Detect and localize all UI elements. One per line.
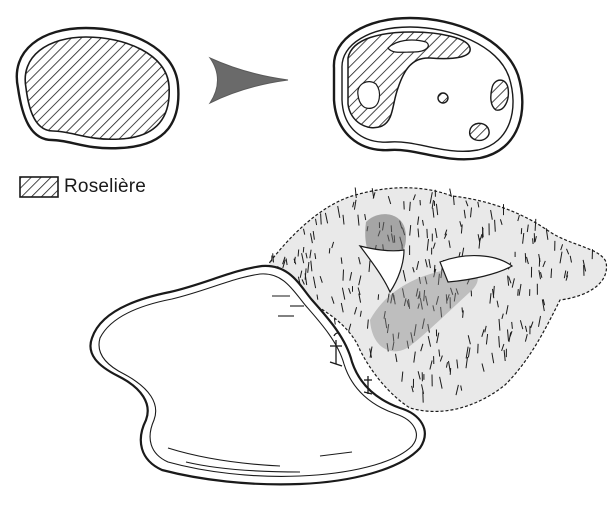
reed-stroke (434, 265, 435, 273)
reed-stroke (535, 219, 536, 231)
transition-arrow (210, 58, 288, 103)
reed-stroke (495, 220, 496, 232)
reed-stroke (298, 250, 299, 257)
pond-illustration (90, 188, 606, 485)
reed-stroke (427, 229, 428, 238)
basin-before (17, 28, 179, 148)
reed-stroke (378, 294, 379, 300)
reed-stroke (303, 247, 304, 253)
reed-stroke (462, 307, 463, 312)
reed-stroke (450, 368, 451, 375)
reed-islet-south (470, 123, 489, 140)
legend-swatch-reed-bed (20, 177, 58, 197)
basin-after (334, 18, 522, 159)
reed-stroke (343, 270, 344, 281)
open-water-pool (358, 82, 380, 109)
reed-stroke (334, 319, 335, 325)
reed-bed-full (25, 37, 169, 139)
reed-stroke (518, 289, 519, 296)
reed-stroke (533, 238, 534, 244)
reed-stroke (512, 322, 513, 329)
reed-stroke (321, 213, 322, 224)
reed-stroke (551, 269, 552, 279)
legend-label-reed-bed: Roselière (64, 176, 146, 198)
reed-islet-small (438, 93, 448, 103)
reed-stroke (329, 248, 330, 253)
reed-stroke (410, 202, 411, 211)
reed-stroke (525, 253, 526, 263)
